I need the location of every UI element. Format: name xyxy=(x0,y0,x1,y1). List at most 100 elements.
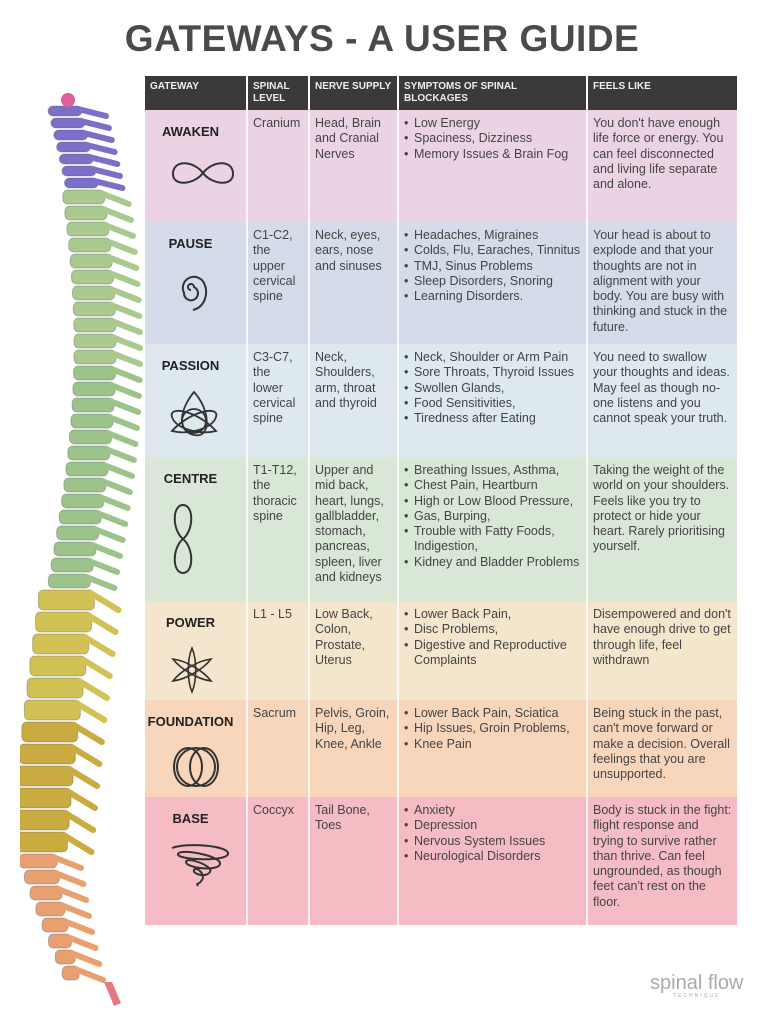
symptom-item: Neck, Shoulder or Arm Pain xyxy=(404,350,581,365)
vertebra-process xyxy=(64,934,99,951)
vertebra-process xyxy=(98,478,133,495)
vertebra-process xyxy=(99,206,134,223)
logo-subtext: TECHNIQUE xyxy=(672,993,721,999)
symptom-item: Sleep Disorders, Snoring xyxy=(404,274,581,289)
vertebra-process xyxy=(83,574,118,591)
vertebra xyxy=(20,787,72,809)
symptom-item: Swollen Glands, xyxy=(404,381,581,396)
table-row-awaken: AWAKEN Cranium Head, Brain and Cranial N… xyxy=(145,110,737,222)
symptom-item: Disc Problems, xyxy=(404,622,581,637)
gateways-table: GATEWAY SPINAL LEVEL NERVE SUPPLY SYMPTO… xyxy=(145,76,737,925)
vertebra-process xyxy=(68,950,103,967)
nerve-supply-cell: Low Back, Colon, Prostate, Uterus xyxy=(310,601,399,701)
symptom-item: Colds, Flu, Earaches, Tinnitus xyxy=(404,243,581,258)
spinal-level-cell: L1 - L5 xyxy=(248,601,310,701)
symptom-item: Memory Issues & Brain Fog xyxy=(404,147,581,162)
vertebra-process xyxy=(108,334,143,351)
vertebra xyxy=(26,677,84,699)
spinal-level-cell: Cranium xyxy=(248,110,310,222)
vertebra xyxy=(20,765,74,787)
vertebra-process xyxy=(66,766,101,789)
spinal-level-cell: Coccyx xyxy=(248,797,310,925)
vertebra-process xyxy=(81,634,116,657)
header-feels-like: FEELS LIKE xyxy=(593,81,651,92)
symptom-item: Lower Back Pain, Sciatica xyxy=(404,706,581,721)
vertebra-process xyxy=(96,494,131,511)
triquetra-icon xyxy=(150,389,241,439)
symptom-item: Gas, Burping, xyxy=(404,509,581,524)
nerve-supply-cell: Neck, eyes, ears, nose and sinuses xyxy=(310,222,399,344)
vertebra-process xyxy=(86,558,121,575)
symptom-item: Spaciness, Dizziness xyxy=(404,131,581,146)
vertebra-process xyxy=(91,178,126,191)
vertebra-process xyxy=(103,238,138,255)
symptom-item: Depression xyxy=(404,818,581,833)
symptom-item: Nervous System Issues xyxy=(404,834,581,849)
table-row-foundation: FOUNDATION Sacrum Pelvis, Groin, Hip, Le… xyxy=(145,700,737,797)
vertebra-process xyxy=(108,366,143,383)
table-row-passion: PASSION C3-C7, the lower cervical spine … xyxy=(145,344,737,457)
vertebra-process xyxy=(73,700,108,723)
vertebra-process xyxy=(108,318,143,335)
vertebra-process xyxy=(94,510,129,527)
vertebra-process xyxy=(91,526,126,543)
vertebra-process xyxy=(88,542,123,559)
header-symptoms: SYMPTOMS OF SPINAL BLOCKAGES xyxy=(399,76,588,110)
vertebra-process xyxy=(70,722,105,745)
vertebra-process xyxy=(106,270,141,287)
symptom-item: Digestive and Reproductive Complaints xyxy=(404,638,581,669)
symptom-item: Tiredness after Eating xyxy=(404,411,581,426)
overlapping-circles-icon xyxy=(150,745,241,789)
symptom-item: Food Sensitivities, xyxy=(404,396,581,411)
symptom-item: Neurological Disorders xyxy=(404,849,581,864)
table-row-centre: CENTRE T1-T12, the thoracic spine Upper … xyxy=(145,457,737,601)
vertebra xyxy=(23,699,81,721)
skull-base xyxy=(61,93,75,107)
symptoms-cell: Headaches, MigrainesColds, Flu, Earaches… xyxy=(399,222,588,344)
table-row-base: BASE Coccyx Tail Bone, Toes AnxietyDepre… xyxy=(145,797,737,925)
vertebra-process xyxy=(62,810,97,833)
feels-like-cell: Taking the weight of the world on your s… xyxy=(593,463,730,554)
nerve-supply-cell: Neck, Shoulders, arm, throat and thyroid xyxy=(310,344,399,457)
vertebra-process xyxy=(97,190,132,207)
vertebra xyxy=(21,721,79,743)
vertebra-process xyxy=(87,590,122,613)
logo-text: spinal flow xyxy=(650,972,744,994)
vertebra-process xyxy=(60,832,95,855)
vertebra-process xyxy=(88,166,123,179)
spinal-level-cell: T1-T12, the thoracic spine xyxy=(248,457,310,601)
spinal-level-cell: Sacrum xyxy=(248,700,310,797)
vertebra-process xyxy=(102,446,137,463)
gateway-name: BASE xyxy=(172,811,209,826)
symptom-item: Headaches, Migraines xyxy=(404,228,581,243)
symptom-item: TMJ, Sinus Problems xyxy=(404,259,581,274)
table-row-power: POWER L1 - L5 Low Back, Colon, Prostate,… xyxy=(145,601,737,701)
vertebra-process xyxy=(61,918,96,935)
vertebra-process xyxy=(77,118,112,131)
symptom-item: Hip Issues, Groin Problems, xyxy=(404,721,581,736)
vertebra xyxy=(37,589,95,611)
nerve-supply-cell: Pelvis, Groin, Hip, Leg, Knee, Ankle xyxy=(310,700,399,797)
gateway-name: PASSION xyxy=(161,358,220,373)
vertebra-process xyxy=(108,350,143,367)
vertebra-process xyxy=(107,286,142,303)
symptom-item: Low Energy xyxy=(404,116,581,131)
infinity-icon xyxy=(150,155,241,191)
vertebra-process xyxy=(52,870,87,887)
header-gateway: GATEWAY xyxy=(145,76,248,110)
vertebra-process xyxy=(80,130,115,143)
feels-like-cell: Body is stuck in the fight: flight respo… xyxy=(593,803,732,909)
vertebra-process xyxy=(72,966,107,983)
vertebra-process xyxy=(83,142,118,155)
gateway-name: AWAKEN xyxy=(161,124,220,139)
feels-like-cell: Disempowered and don't have enough drive… xyxy=(593,607,731,667)
gateway-name: FOUNDATION xyxy=(147,714,234,729)
symptoms-cell: Lower Back Pain,Disc Problems,Digestive … xyxy=(399,601,588,701)
table-row-pause: PAUSE C1-C2, the upper cervical spine Ne… xyxy=(145,222,737,344)
vertebra-process xyxy=(64,788,99,811)
symptom-item: Kidney and Bladder Problems xyxy=(404,555,581,570)
gateway-cell: POWER xyxy=(145,601,248,701)
gateway-cell: CENTRE xyxy=(145,457,248,601)
spine-illustration xyxy=(20,93,143,1006)
